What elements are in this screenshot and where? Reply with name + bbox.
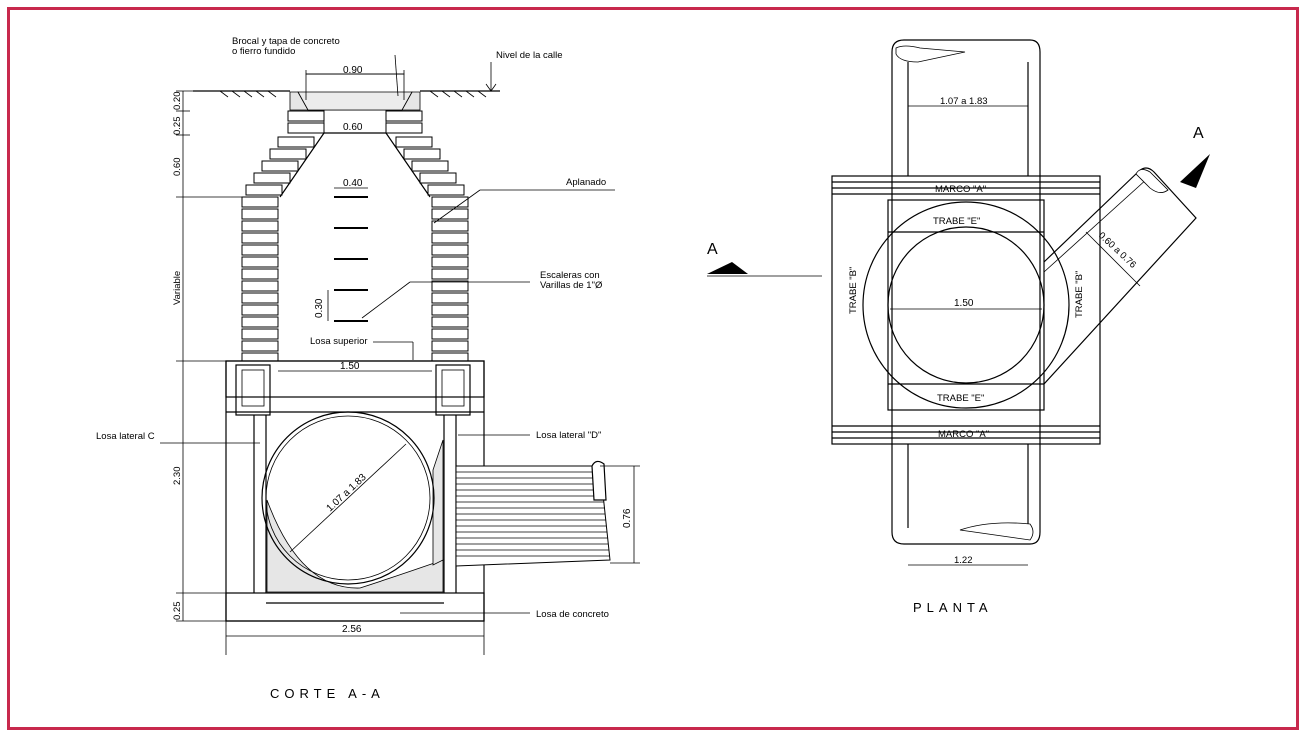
section-title: CORTE A-A — [270, 686, 385, 701]
label-nivel-calle: Nivel de la calle — [496, 50, 563, 61]
label-trabe-b-left: TRABE "B" — [848, 267, 859, 314]
vdim-0-25a: 0.25 — [172, 117, 183, 136]
dim-0-60: 0.60 — [343, 122, 363, 133]
vdim-2-30: 2.30 — [172, 467, 183, 486]
drawing-frame — [7, 7, 1299, 730]
label-losa-concreto: Losa de concreto — [536, 609, 609, 620]
vdim-variable: Variable — [172, 271, 183, 305]
dim-plan-pipe: 1.07 a 1.83 — [940, 96, 988, 107]
dim-0-30: 0.30 — [314, 298, 325, 318]
section-marker-left: A — [707, 241, 718, 258]
label-trabe-b-right: TRABE "B" — [1074, 271, 1085, 318]
label-aplanado: Aplanado — [566, 177, 606, 188]
label-escaleras-2: Varillas de 1"Ø — [540, 280, 603, 291]
label-escaleras: Escaleras con — [540, 270, 600, 281]
dim-pipe-section: 1.07 a 1.83 — [325, 472, 369, 514]
dim-plan-diag: 0.60 a 0.76 — [1096, 230, 1138, 270]
label-brocal-2: o fierro fundido — [232, 46, 295, 57]
dim-0-40: 0.40 — [343, 178, 363, 189]
section-marker-right: A — [1193, 125, 1204, 142]
label-losa-lateral-c: Losa lateral C — [96, 431, 155, 442]
dim-plan-1-50: 1.50 — [954, 298, 974, 309]
vdim-0-25b: 0.25 — [172, 602, 183, 621]
label-losa-superior: Losa superior — [310, 336, 368, 347]
label-marco-bottom: MARCO "A" — [938, 429, 989, 440]
dim-1-50: 1.50 — [340, 361, 360, 372]
dim-0-90: 0.90 — [343, 65, 363, 76]
dim-2-56: 2.56 — [342, 624, 362, 635]
label-trabe-e-top: TRABE "E" — [933, 216, 980, 227]
label-brocal: Brocal y tapa de concreto — [232, 36, 340, 47]
lateral-pipe-hatch — [456, 471, 609, 557]
label-losa-lateral-d: Losa lateral "D" — [536, 430, 601, 441]
plan-title: PLANTA — [913, 600, 993, 615]
label-trabe-e-bottom: TRABE "E" — [937, 393, 984, 404]
vdim-0-20: 0.20 — [172, 92, 183, 111]
section-view: Brocal y tapa de concreto o fierro fundi… — [96, 36, 640, 701]
label-marco-top: MARCO "A" — [935, 184, 986, 195]
vdim-0-60: 0.60 — [172, 158, 183, 177]
dim-plan-1-22: 1.22 — [954, 555, 973, 566]
dim-0-76: 0.76 — [622, 508, 633, 528]
plan-view: A A 1.07 a 1.83 MARCO "A" TRABE "E" 1.50… — [707, 39, 1210, 615]
